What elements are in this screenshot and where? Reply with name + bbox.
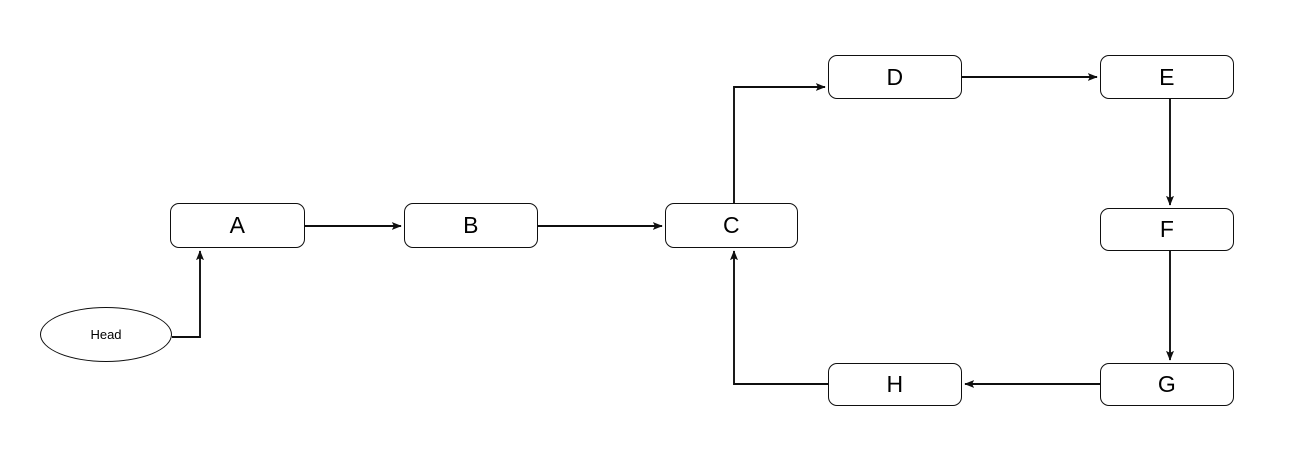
- node-f-label: F: [1159, 216, 1175, 242]
- node-a[interactable]: A: [170, 203, 305, 248]
- node-c-label: C: [723, 212, 740, 238]
- node-f[interactable]: F: [1100, 208, 1234, 251]
- node-c[interactable]: C: [665, 203, 798, 248]
- node-h-label: H: [886, 371, 904, 397]
- edge-head-a: [172, 250, 204, 338]
- node-b-label: B: [463, 212, 479, 238]
- node-head-label: Head: [90, 327, 122, 342]
- node-a-label: A: [229, 212, 246, 238]
- node-head[interactable]: Head: [40, 307, 172, 362]
- node-g[interactable]: G: [1100, 363, 1234, 406]
- node-e[interactable]: E: [1100, 55, 1234, 99]
- node-d-label: D: [886, 63, 904, 90]
- node-e-label: E: [1159, 63, 1175, 90]
- node-d[interactable]: D: [828, 55, 962, 99]
- edge-h-c: [730, 250, 828, 385]
- node-h[interactable]: H: [828, 363, 962, 406]
- node-g-label: G: [1157, 371, 1177, 397]
- node-b[interactable]: B: [404, 203, 538, 248]
- edge-c-d: [733, 83, 826, 203]
